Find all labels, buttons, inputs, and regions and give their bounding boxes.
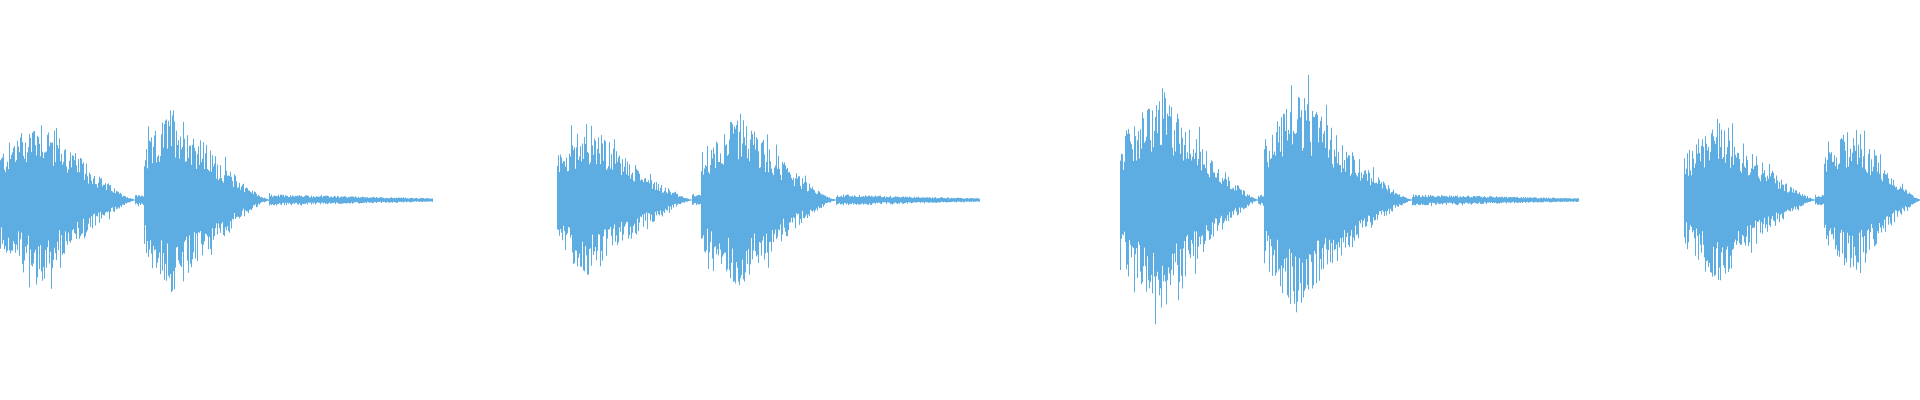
heartbeat-3	[1120, 74, 1579, 325]
heartbeat-2-signal	[557, 113, 980, 286]
heartbeat-2	[557, 113, 980, 286]
heartbeat-4	[1684, 118, 1920, 281]
heartbeat-4-signal	[1684, 118, 1920, 281]
heartbeat-1-signal	[0, 110, 433, 293]
heartbeat-1	[0, 110, 433, 293]
heartbeat-3-signal	[1120, 74, 1579, 325]
